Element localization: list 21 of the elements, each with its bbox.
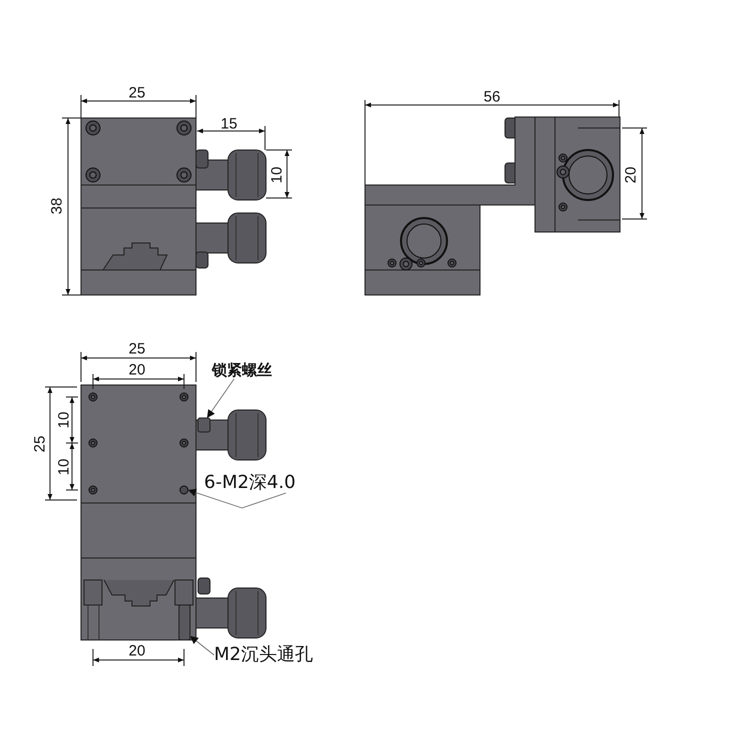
callout-label: 锁紧螺丝 — [212, 362, 272, 378]
dimension-label: 20 — [624, 166, 638, 184]
dimension-label: 15 — [220, 116, 238, 132]
dimension-label: 25 — [128, 342, 146, 356]
dimension-label: 38 — [50, 198, 64, 214]
leader-line — [188, 488, 286, 508]
callout-label: M2沉头通孔 — [214, 645, 313, 665]
dimension-label: 20 — [128, 644, 146, 658]
dimension-label: 10 — [270, 166, 284, 184]
dimension-label: 25 — [32, 436, 48, 452]
dimension-label: 56 — [484, 90, 500, 104]
mounting-hole — [180, 486, 188, 494]
leader-line — [190, 636, 214, 656]
dimension-label: 20 — [128, 362, 146, 378]
dimension-label: 10 — [56, 458, 72, 476]
lock-screw — [198, 418, 210, 432]
dimension-label: 10 — [56, 412, 72, 428]
countersunk-hole — [178, 604, 190, 640]
leader-line — [206, 378, 234, 418]
dimension-label: 25 — [128, 86, 146, 100]
callout-label: 6-M2深4.0 — [204, 473, 296, 493]
